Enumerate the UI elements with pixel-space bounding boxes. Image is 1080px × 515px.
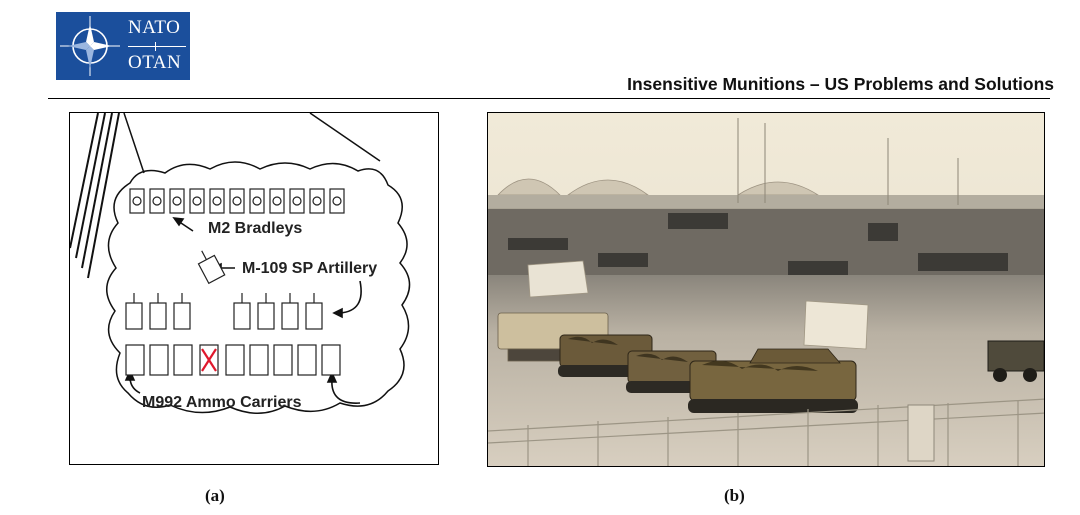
road-lines	[70, 113, 381, 279]
figure-a-diagram: M2 Bradleys M-109 SP Artillery	[69, 112, 439, 465]
battlefield-scene	[488, 113, 1044, 466]
logo-line-2: OTAN	[128, 52, 182, 73]
logo-line-1: NATO	[128, 17, 181, 38]
label-m2-bradleys: M2 Bradleys	[208, 220, 302, 237]
cloud-boundary	[106, 161, 411, 414]
nato-compass-icon	[56, 12, 124, 80]
destroyed-carrier-x-icon	[201, 348, 217, 372]
caption-a: (a)	[205, 486, 225, 505]
document-title: Insensitive Munitions – US Problems and …	[627, 74, 1054, 94]
tank-3	[688, 348, 858, 413]
nato-logo: NATO OTAN	[56, 12, 190, 80]
ammo-carrier-vehicles	[125, 344, 341, 376]
header-rule	[48, 98, 1050, 99]
bradley-vehicles	[129, 188, 345, 214]
nato-otan-wordmark: NATO OTAN	[124, 12, 190, 80]
truck	[987, 340, 1044, 382]
label-m992-ammo: M992 Ammo Carriers	[142, 394, 302, 411]
artillery-vehicle	[197, 250, 226, 285]
mid-row-vehicles	[125, 293, 323, 330]
figure-b-photo	[487, 112, 1045, 467]
label-m109-artillery: M-109 SP Artillery	[242, 260, 377, 277]
caption-b: (b)	[724, 486, 745, 505]
